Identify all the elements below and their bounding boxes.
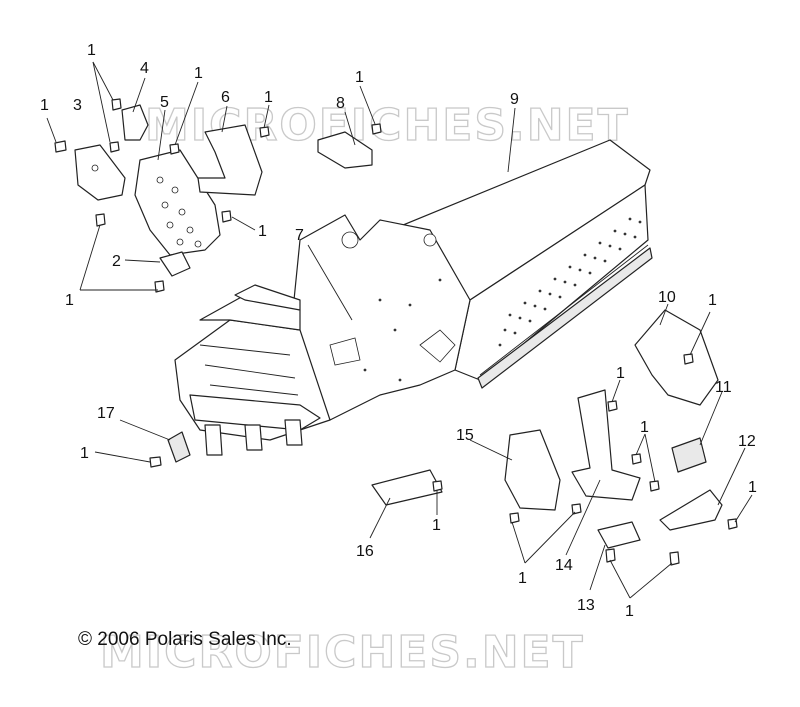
callout-1: 1 (518, 570, 527, 587)
callout-8: 8 (336, 95, 345, 112)
part-16-tray (371, 469, 443, 506)
callout-1: 1 (616, 365, 625, 382)
part-5-holes (156, 176, 202, 248)
part-14-lbracket (571, 389, 641, 501)
callout-1: 1 (80, 445, 89, 462)
callout-1: 1 (432, 517, 441, 534)
callout-2: 2 (112, 253, 121, 270)
callout-1: 1 (258, 223, 267, 240)
callout-1: 1 (65, 292, 74, 309)
callout-16: 16 (356, 543, 374, 560)
callout-4: 4 (140, 60, 149, 77)
callout-11: 11 (715, 379, 732, 396)
part-17-pad (167, 431, 191, 463)
callout-labels: 1 1 4 3 5 1 6 1 1 8 9 1 2 1 7 17 1 10 1 … (40, 42, 757, 620)
callout-13: 13 (577, 597, 595, 614)
callout-1: 1 (748, 479, 757, 496)
part-13-tab (597, 521, 641, 549)
part-5-plate (134, 149, 221, 256)
callout-1: 1 (264, 89, 273, 106)
part-11-plate (671, 437, 707, 473)
copyright-text: © 2006 Polaris Sales Inc. (78, 629, 292, 650)
part-8-hinge (317, 131, 373, 169)
callout-1: 1 (625, 603, 634, 620)
callout-6: 6 (221, 89, 230, 106)
callout-5: 5 (160, 94, 169, 111)
callout-1: 1 (87, 42, 96, 59)
callout-1: 1 (194, 65, 203, 82)
part-15-panel (504, 429, 561, 511)
watermark-bottom: MICROFICHES.NET (100, 627, 585, 678)
callout-12: 12 (738, 433, 756, 450)
callout-1: 1 (355, 69, 364, 86)
part-2-bracket (159, 251, 191, 277)
part-12-bracket (659, 489, 723, 531)
callout-1: 1 (640, 419, 649, 436)
fasteners (54, 98, 738, 566)
tunnel-perforations (363, 217, 642, 382)
callout-3: 3 (73, 97, 82, 114)
callout-15: 15 (456, 427, 474, 444)
part-6-cover (197, 124, 263, 196)
leader-lines (46, 61, 753, 599)
callout-9: 9 (510, 91, 519, 108)
part-3-bracket (74, 144, 126, 201)
callout-1: 1 (40, 97, 49, 114)
callout-17: 17 (97, 405, 115, 422)
callout-10: 10 (658, 289, 676, 306)
callout-14: 14 (555, 557, 573, 574)
callout-1: 1 (708, 292, 717, 309)
part-4-clip (121, 104, 149, 141)
part-10-cover (634, 309, 719, 406)
callout-7: 7 (295, 227, 304, 244)
tunnel-assembly (174, 139, 653, 456)
